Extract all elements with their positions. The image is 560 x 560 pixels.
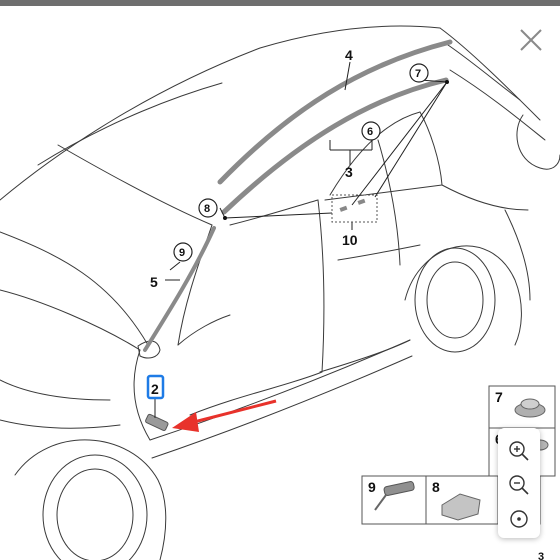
window-top-bar [0, 0, 560, 6]
red-pointer-arrow [172, 399, 277, 432]
part-label-5: 5 [150, 274, 158, 290]
part-label-3: 3 [345, 164, 353, 180]
svg-text:9: 9 [179, 247, 185, 259]
legend-label-9: 9 [368, 479, 376, 495]
a-pillar-trim-5 [143, 226, 216, 352]
roof-moulding-4 [217, 39, 453, 185]
callout-7: 7 [409, 63, 429, 83]
zoom-out-button[interactable] [506, 472, 532, 498]
part-2-badge [145, 413, 169, 432]
zoom-in-button[interactable] [506, 438, 532, 464]
part-label-2[interactable]: 2 [151, 381, 159, 397]
reset-view-button[interactable] [506, 506, 532, 532]
legend-label-7: 7 [495, 389, 503, 405]
zoom-controls [498, 428, 540, 538]
car-outline [0, 25, 560, 560]
svg-text:8: 8 [204, 203, 210, 215]
close-button[interactable] [517, 26, 545, 54]
svg-text:7: 7 [415, 68, 421, 80]
part-label-4: 4 [345, 47, 353, 63]
clip-9-image [383, 481, 415, 496]
legend-item-9[interactable] [361, 475, 427, 525]
part-label-10: 10 [342, 232, 358, 248]
zoom-in-icon [509, 441, 529, 461]
roof-trim-strip [221, 77, 449, 215]
legend-fragment-label: 3 [538, 551, 544, 560]
reset-view-icon [510, 510, 528, 528]
callout-8: 8 [198, 198, 218, 218]
part-2-highlight-box[interactable] [146, 374, 165, 400]
trim-parts [143, 39, 453, 432]
part-10-clip-group [331, 194, 378, 223]
leader-lines [154, 61, 449, 418]
bracket-8-image [441, 493, 481, 521]
zoom-out-icon [509, 475, 529, 495]
callout-9: 9 [173, 242, 193, 262]
close-icon [520, 29, 542, 51]
legend-label-8: 8 [432, 479, 440, 495]
svg-text:6: 6 [367, 126, 373, 138]
callout-6: 6 [361, 121, 381, 141]
